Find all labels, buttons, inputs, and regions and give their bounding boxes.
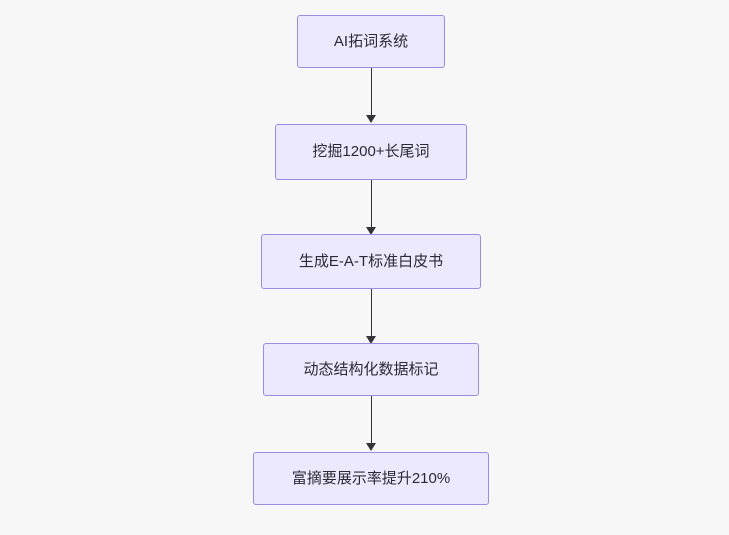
- flow-node-rich-snippet-uplift[interactable]: 富摘要展示率提升210%: [253, 452, 489, 505]
- flow-node-label: 挖掘1200+长尾词: [312, 143, 430, 160]
- flow-node-label: 动态结构化数据标记: [303, 360, 439, 378]
- flow-node-label: 生成E-A-T标准白皮书: [298, 252, 444, 270]
- flow-edge-4: [371, 396, 372, 444]
- flow-edge-3-arrowhead: [366, 336, 376, 344]
- flow-node-mine-longtail-keywords[interactable]: 挖掘1200+长尾词: [275, 124, 467, 180]
- flow-node-label: AI拓词系统: [333, 32, 409, 50]
- flow-node-generate-eat-whitepaper[interactable]: 生成E-A-T标准白皮书: [261, 234, 481, 289]
- flow-edge-1-arrowhead: [366, 115, 376, 123]
- flow-node-label: 富摘要展示率提升210%: [291, 469, 451, 487]
- flow-edge-4-arrowhead: [366, 443, 376, 451]
- flow-node-dynamic-structured-data[interactable]: 动态结构化数据标记: [263, 343, 479, 396]
- flow-edge-1: [371, 68, 372, 116]
- flow-edge-3: [371, 289, 372, 337]
- flow-edge-2: [371, 180, 372, 228]
- flow-node-ai-keyword-system[interactable]: AI拓词系统: [297, 15, 445, 68]
- flow-edge-2-arrowhead: [366, 227, 376, 235]
